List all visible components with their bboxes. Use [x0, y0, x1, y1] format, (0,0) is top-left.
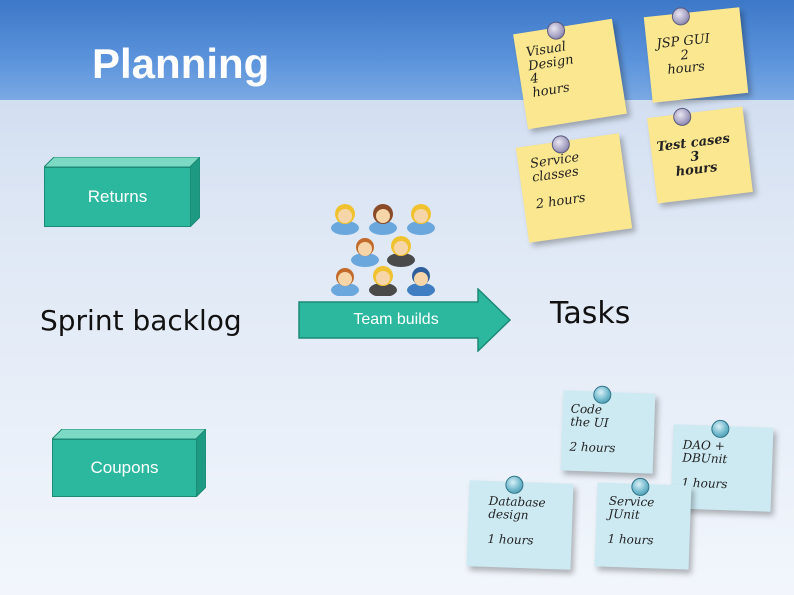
person-icon [331, 268, 359, 297]
person-icon [351, 238, 379, 267]
person-icon [331, 204, 359, 235]
note-jsp-gui: JSP GUI 2 hours [643, 6, 749, 103]
note-text: JSP GUI 2 hours [655, 31, 711, 79]
pushpin-icon [592, 385, 612, 405]
person-icon [407, 204, 435, 235]
note-text: Visual Design 4 hours [525, 39, 575, 101]
note-service-classes: Service classes 2 hours [515, 133, 633, 243]
note-test-cases: Test cases 3 hours [647, 106, 753, 204]
tasks-label: Tasks [550, 296, 631, 331]
pushpin-icon [711, 419, 730, 439]
note-database-design: Database design 1 hours [466, 475, 574, 570]
person-icon [369, 204, 397, 235]
coupons-box-label: Coupons [52, 439, 197, 497]
note-text: Database design 1 hours [487, 493, 546, 548]
note-code-ui: Code the UI 2 hours [560, 385, 656, 474]
pushpin-icon [631, 477, 650, 497]
arrow-shape [298, 288, 512, 352]
note-text: Service JUnit 1 hours [607, 493, 655, 548]
slide-title: Planning [92, 40, 270, 87]
returns-box-label: Returns [44, 167, 191, 227]
note-text: Test cases 3 hours [655, 131, 731, 181]
note-visual-design: Visual Design 4 hours [513, 18, 627, 130]
team-builds-arrow: Team builds [298, 288, 512, 352]
person-icon [387, 236, 415, 267]
note-text: Service classes 2 hours [529, 150, 587, 213]
returns-box: Returns [44, 157, 200, 227]
sprint-backlog-label: Sprint backlog [40, 304, 242, 337]
person-icon [407, 267, 435, 297]
coupons-box: Coupons [52, 429, 206, 497]
pushpin-icon [505, 475, 524, 495]
note-service-junit: Service JUnit 1 hours [594, 477, 692, 570]
people-group-icon [328, 200, 440, 297]
note-text: DAO + DBUnit 1 hours [681, 437, 728, 491]
note-text: Code the UI 2 hours [569, 401, 616, 456]
arrow-label: Team builds [353, 311, 439, 328]
pushpin-icon [672, 106, 693, 127]
person-icon [369, 266, 397, 297]
